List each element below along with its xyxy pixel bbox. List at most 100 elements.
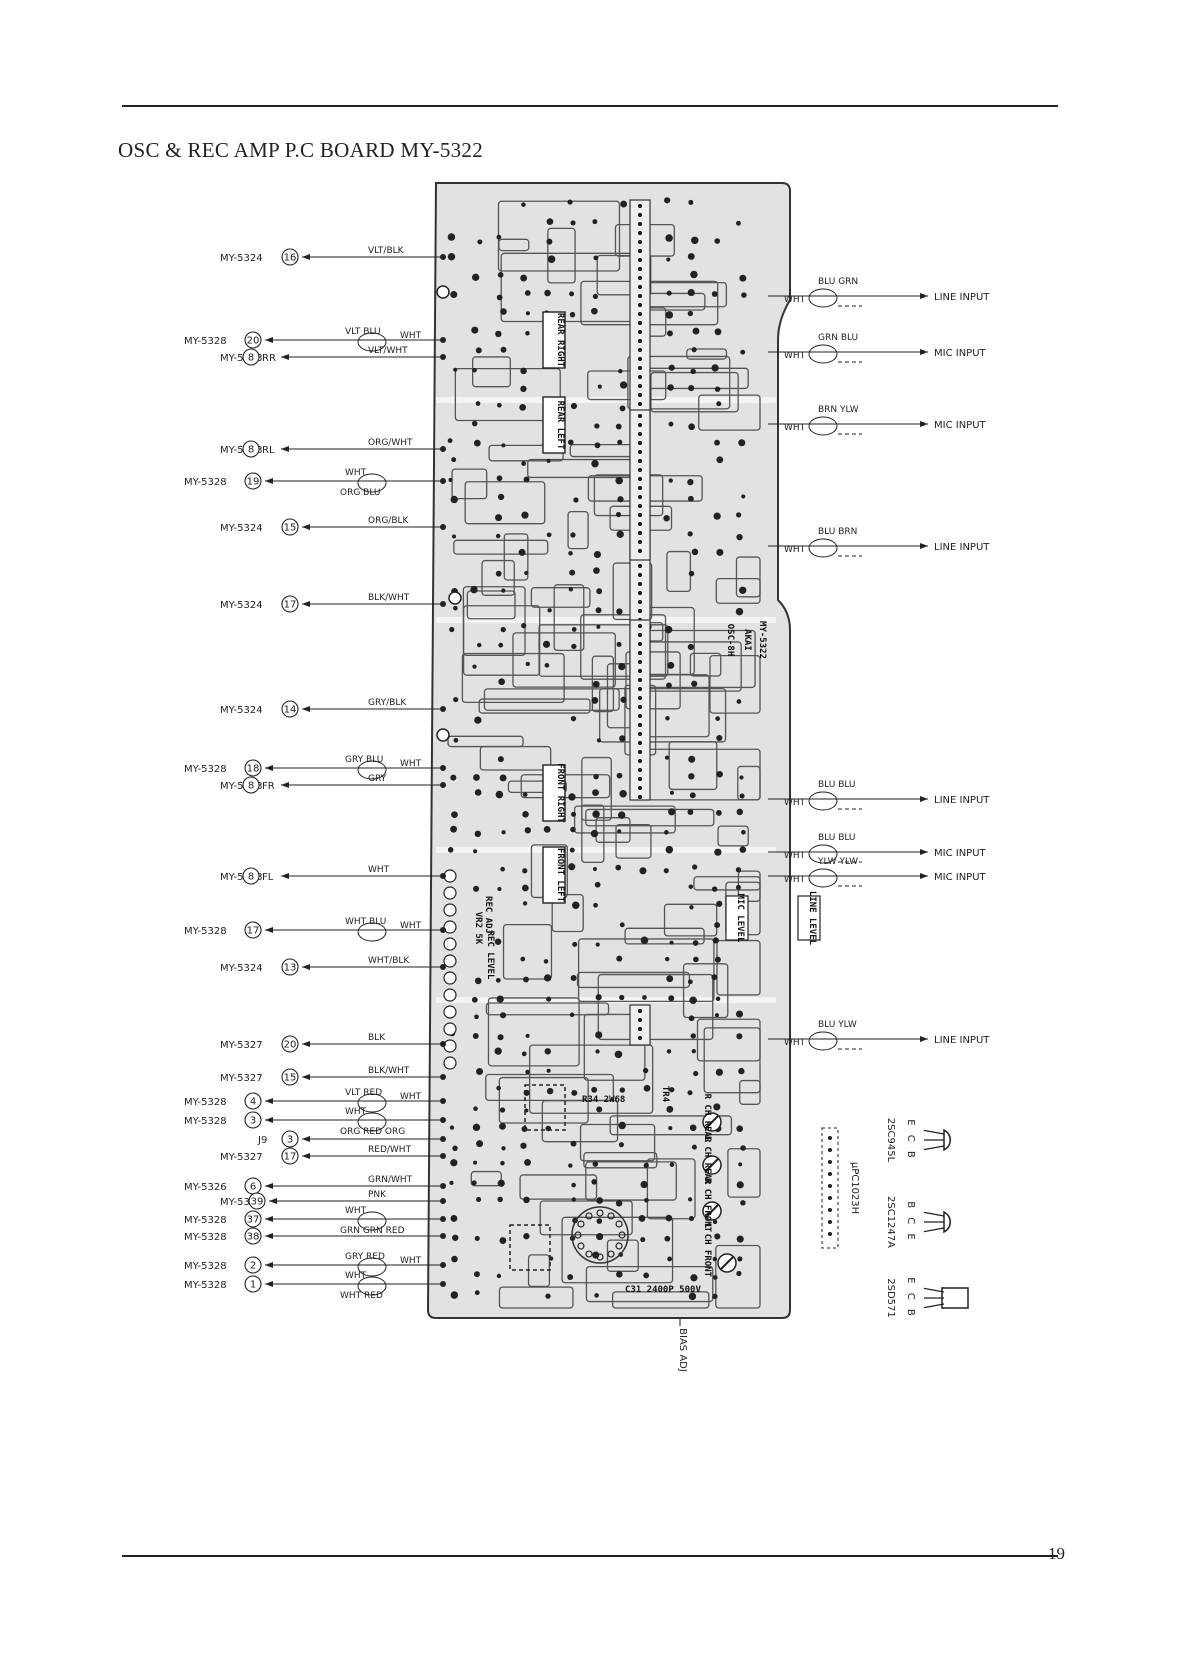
- board-pin-marker: [443, 971, 457, 985]
- arrow-head: [281, 873, 289, 879]
- solder-pad: [595, 942, 600, 947]
- solder-pad: [496, 402, 502, 408]
- trace: [470, 1170, 502, 1187]
- pin-number: 18: [247, 764, 260, 775]
- solder-pad: [713, 512, 721, 520]
- trace: [703, 1027, 761, 1094]
- ic-pin: [638, 768, 642, 772]
- solder-pad: [691, 1144, 697, 1150]
- solder-pad: [544, 289, 551, 297]
- solder-pad: [524, 1158, 531, 1166]
- solder-pad: [594, 423, 600, 429]
- solder-pad: [736, 533, 743, 541]
- section-label-box: [542, 396, 566, 454]
- solder-pad: [568, 587, 574, 592]
- wire-color-label: GRY BLU: [345, 755, 383, 765]
- solder-pad: [524, 290, 531, 296]
- solder-pad: [447, 438, 453, 444]
- wire-terminal: [440, 601, 446, 607]
- board-text-label: L CH FRONT: [702, 1223, 712, 1278]
- connection-board-label: MY-5326: [184, 1182, 227, 1193]
- solder-pad: [619, 994, 625, 1001]
- arrow-head: [265, 1117, 273, 1123]
- solder-pad: [497, 1179, 505, 1187]
- trace: [512, 632, 616, 688]
- wire-terminal: [440, 765, 446, 771]
- board-pin-marker: [443, 920, 457, 934]
- transistor-lead: [923, 1145, 945, 1151]
- solder-pad: [668, 808, 676, 816]
- solder-pad: [596, 1218, 603, 1224]
- trace: [599, 687, 727, 743]
- solder-pad: [521, 884, 529, 892]
- board-text: REC LEVEL: [485, 931, 495, 980]
- trimmer-slot: [705, 1204, 719, 1218]
- ic-pin: [828, 1232, 832, 1236]
- shield-wire: [808, 538, 838, 558]
- solder-pad: [545, 1293, 551, 1299]
- arrow-head: [920, 421, 928, 427]
- solder-pad: [498, 642, 504, 648]
- arrow-head: [302, 1136, 310, 1142]
- solder-pad: [477, 239, 483, 245]
- trace: [597, 973, 714, 1041]
- pin-number: 17: [247, 926, 260, 937]
- solder-pad: [713, 1103, 721, 1111]
- ic-pin: [638, 750, 642, 754]
- ic-pin: [638, 357, 642, 361]
- connection-board-label: J9: [257, 1135, 267, 1146]
- solder-pad: [546, 218, 554, 225]
- wire-color-label: BLU GRN: [818, 277, 858, 287]
- solder-pad: [614, 1050, 623, 1059]
- trace: [553, 584, 585, 652]
- wire-color-label: GRY/BLK: [368, 698, 407, 708]
- solder-pad: [593, 567, 600, 574]
- section-label-box: [542, 311, 566, 369]
- pin-circle: [244, 1210, 262, 1228]
- arrow-head: [265, 1262, 273, 1268]
- trace: [454, 368, 561, 422]
- solder-pad: [640, 1237, 646, 1243]
- ic-pin: [638, 414, 642, 418]
- solder-pad: [522, 811, 529, 818]
- solder-pad: [595, 994, 602, 1001]
- solder-pad: [715, 716, 721, 721]
- solder-pad: [666, 257, 671, 262]
- solder-pad: [568, 439, 574, 446]
- board-text: OSC-8H: [725, 624, 735, 657]
- pin-circle: [244, 331, 262, 349]
- board-pin-marker: [443, 1022, 457, 1036]
- pin-circle: [242, 348, 260, 366]
- arrow-head: [302, 1041, 310, 1047]
- arrow-head: [265, 927, 273, 933]
- solder-pad: [521, 511, 529, 519]
- connection-board-label: MY-5328: [184, 1280, 227, 1291]
- trace: [485, 1002, 610, 1016]
- transistor-lead: [923, 1287, 945, 1293]
- solder-pad: [525, 1069, 530, 1075]
- page-number: 19: [1048, 1544, 1065, 1563]
- solder-pad: [595, 607, 602, 614]
- solder-pad: [736, 1235, 744, 1243]
- mounting-hole: [448, 591, 462, 605]
- wire-terminal: [440, 782, 446, 788]
- solder-pad: [668, 478, 673, 483]
- wire-color-label: BLU BLU: [818, 780, 856, 790]
- pin-circle: [244, 759, 262, 777]
- solder-pad: [569, 569, 576, 576]
- solder-pad: [520, 367, 527, 375]
- section-label: FRONT LEFT: [542, 846, 566, 904]
- ic-pin: [828, 1220, 832, 1224]
- solder-pad: [715, 809, 722, 816]
- transistor-lead: [923, 1303, 945, 1309]
- trace: [538, 624, 669, 677]
- solder-pad: [596, 1197, 604, 1204]
